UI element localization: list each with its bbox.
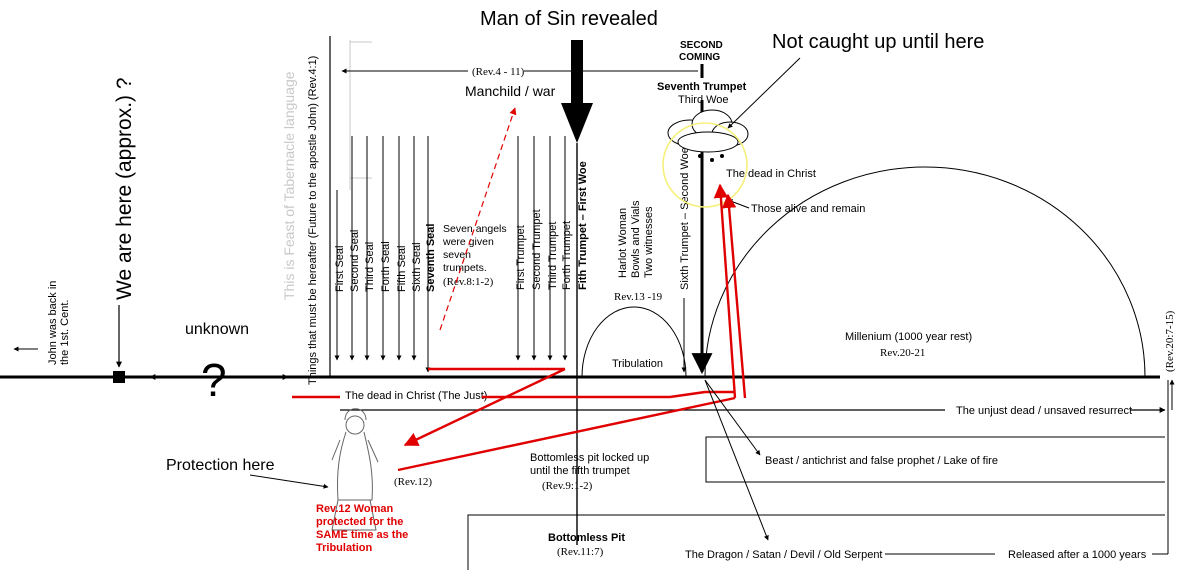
cloud-icon	[667, 109, 749, 153]
red-arrow-woman-1	[403, 367, 566, 447]
woman-figure-icon	[331, 408, 379, 531]
dragon-arrow	[704, 379, 769, 541]
rev20-7-15-label: (Rev.20:7-15)	[1164, 310, 1176, 372]
unknown-question-mark: ?	[201, 354, 227, 406]
trumpet-label-1: First Trumpet	[515, 225, 527, 290]
cloud-drops	[698, 154, 724, 162]
third-woe-label: Third Woe	[678, 94, 729, 106]
millenium-label: Millenium (1000 year rest)	[845, 331, 972, 343]
red-arrow-up-1	[713, 183, 737, 399]
rev4-11-label: (Rev.4 - 11)	[472, 66, 525, 78]
released-label: Released after a 1000 years	[1008, 549, 1147, 561]
trumpet-label-3: Third Trumpet	[547, 222, 559, 290]
seal-label-7: Seventh Seal	[425, 224, 437, 292]
not-caught-label: Not caught up until here	[772, 31, 984, 53]
protection-arrow	[249, 474, 329, 489]
beast-box	[705, 436, 1165, 483]
second-coming-label: SECOND COMING	[679, 40, 726, 63]
protection-label: Protection here	[166, 457, 275, 474]
seal-labels: First Seal Second Seal Third Seal Forth …	[334, 224, 437, 292]
trumpet-arrows	[515, 136, 578, 545]
things-hereafter-label: Things that must be hereafter (Future to…	[307, 56, 319, 385]
seal-arrows	[334, 136, 431, 373]
rev4-11-bg	[468, 64, 524, 78]
pit-locked-text: Bottomless pit locked up until the fifth…	[530, 452, 652, 477]
dragon-label: The Dragon / Satan / Devil / Old Serpent	[685, 549, 883, 561]
tribulation-arc	[581, 306, 687, 378]
millenium-arc	[704, 166, 1146, 378]
man-of-sin-arrow	[561, 40, 593, 143]
sixth-trumpet-label: Sixth Trumpet – Second Woe	[679, 147, 691, 290]
bottomless-pit-box	[467, 514, 1165, 570]
seventh-trumpet-label: Seventh Trumpet	[657, 81, 747, 93]
seal-label-1: First Seal	[334, 246, 346, 292]
trumpet-label-4: Forth Trumpet	[561, 221, 573, 290]
red-arrow-woman-2	[397, 396, 736, 472]
harlot-line-2: Bowls and Vials	[630, 200, 642, 278]
rev20-21-label: Rev.20-21	[880, 347, 925, 359]
unknown-label: unknown	[185, 321, 249, 338]
seven-angels-text: Seven angels were given seven trumpets.	[442, 223, 510, 274]
rev13-19-label: Rev.13 -19	[614, 291, 663, 303]
pit-locked-ref: (Rev.9:1-2)	[542, 480, 593, 492]
seal-label-5: Fifth Seal	[396, 246, 408, 292]
red-line-just-2	[669, 390, 706, 399]
rapture-circle	[662, 122, 748, 208]
bottomless-pit-label: Bottomless Pit	[548, 532, 625, 544]
seal-label-2: Second Seal	[349, 230, 361, 292]
john-back-label: John was back in the 1st. Cent.	[47, 278, 71, 365]
rev11-7-label: (Rev.11:7)	[557, 546, 604, 558]
harlot-line-1: Harlot Woman	[617, 208, 629, 278]
harlot-line-3: Two witnesses	[643, 206, 655, 278]
tribulation-label: Tribulation	[612, 358, 663, 370]
rev12-label: (Rev.12)	[394, 476, 432, 488]
we-are-here-marker	[113, 371, 125, 383]
trumpet-label-2: Second Trumpet	[531, 209, 543, 290]
dead-in-christ-label: The dead in Christ	[726, 168, 816, 180]
we-are-here-label: We are here (approx.) ?	[113, 77, 136, 300]
man-of-sin-label: Man of Sin revealed	[480, 8, 658, 30]
manchild-label: Manchild / war	[465, 83, 556, 99]
trumpet-label-5: Fith Trumpet – First Woe	[577, 161, 589, 290]
dead-just-label: The dead in Christ (The Just)	[345, 390, 487, 402]
woman-note: Rev.12 Woman protected for the SAME time…	[316, 503, 411, 554]
unjust-dead-label: The unjust dead / unsaved resurrect	[956, 405, 1132, 417]
manchild-arrow	[439, 107, 517, 331]
tabernacle-label: This is Feast of Tabernacle language	[281, 71, 297, 300]
seal-label-3: Third Seal	[364, 242, 376, 292]
beast-label: Beast / antichrist and false prophet / L…	[765, 455, 998, 467]
seal-label-4: Forth Seal	[380, 241, 392, 292]
red-paths	[292, 183, 747, 472]
alive-remain-label: Those alive and remain	[751, 203, 865, 215]
red-arrow-up-2	[721, 193, 747, 399]
seven-angels-ref: (Rev.8:1-2)	[443, 276, 494, 288]
not-caught-arrow	[727, 57, 801, 129]
seal-label-6: Sixth Seal	[411, 242, 423, 292]
alive-remain-arrow	[727, 199, 750, 209]
beast-arrow	[704, 379, 761, 456]
trumpet-labels: First Trumpet Second Trumpet Third Trump…	[515, 161, 589, 290]
